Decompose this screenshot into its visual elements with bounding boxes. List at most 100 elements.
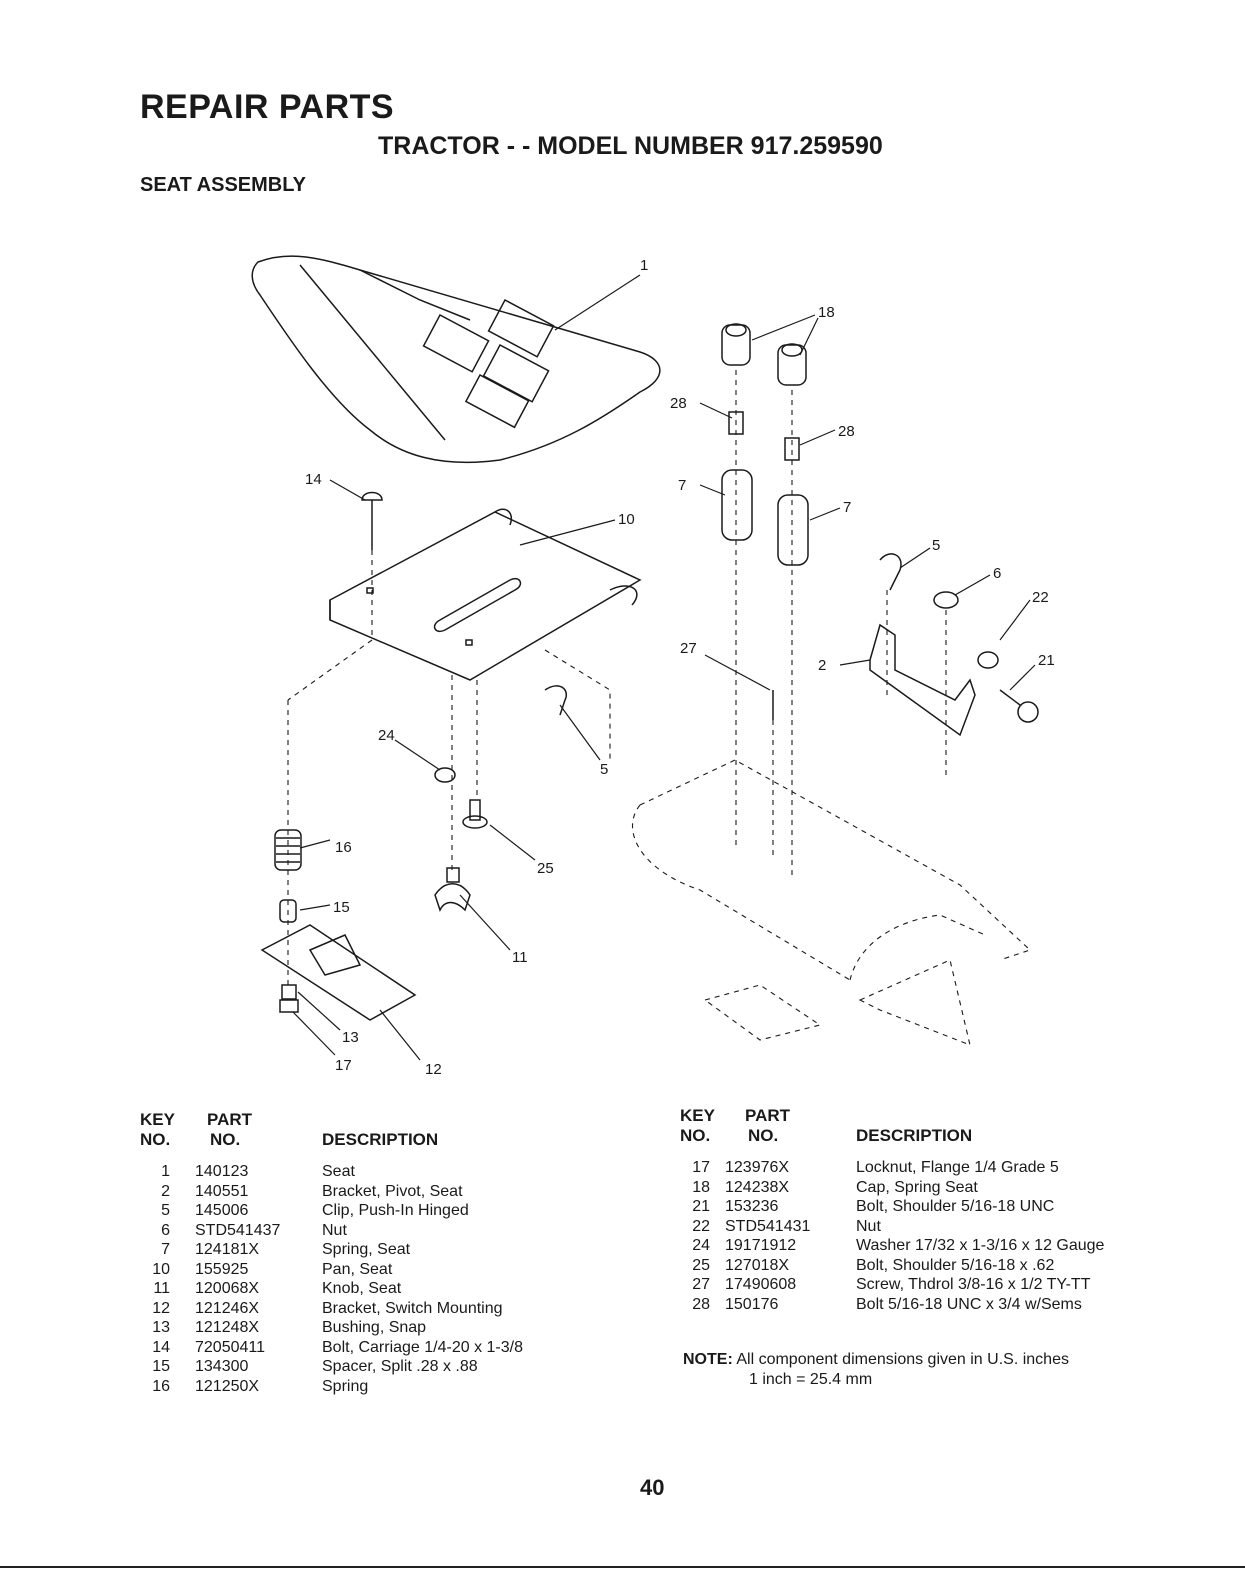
part-number: 150176 xyxy=(725,1295,779,1313)
nut-22-part xyxy=(977,651,999,669)
header-key-no: NO. xyxy=(140,1130,171,1149)
callout-5-left: 5 xyxy=(600,761,608,778)
callout-15: 15 xyxy=(333,899,350,916)
section-heading: SEAT ASSEMBLY xyxy=(140,174,306,196)
callout-1: 1 xyxy=(640,257,648,274)
part-description: Nut xyxy=(856,1217,881,1235)
part-description: Knob, Seat xyxy=(322,1280,402,1297)
header-description: DESCRIPTION xyxy=(856,1126,973,1145)
bolt-21-part xyxy=(999,689,1039,723)
callout-18: 18 xyxy=(818,304,835,321)
part-description: Spring xyxy=(322,1377,369,1395)
key-number: 17 xyxy=(692,1159,710,1176)
part-description: Locknut, Flange 1/4 Grade 5 xyxy=(856,1159,1059,1176)
tractor-frame-outline xyxy=(287,370,1032,1046)
table-row: 6 STD541437 Nut xyxy=(140,1221,600,1241)
spring-caps-18-part xyxy=(721,323,807,386)
table-row: 25 127018X Bolt, Shoulder 5/16-18 x .62 xyxy=(680,1256,1200,1276)
part-number: 121250X xyxy=(195,1377,260,1395)
part-description: Nut xyxy=(322,1221,347,1239)
table-row: 22 STD541431 Nut xyxy=(680,1217,1200,1237)
part-number: 140123 xyxy=(195,1163,249,1180)
part-number: 127018X xyxy=(725,1256,790,1274)
header-key-no: NO. xyxy=(680,1126,711,1145)
part-number: 124238X xyxy=(725,1178,790,1196)
bushing-13-part xyxy=(281,984,297,1000)
clip-5-left-part xyxy=(544,685,567,716)
page-number: 40 xyxy=(640,1475,665,1500)
part-number: 17490608 xyxy=(725,1276,797,1293)
switch-bracket-part xyxy=(260,924,417,1021)
key-number: 6 xyxy=(161,1221,170,1239)
callout-13: 13 xyxy=(342,1029,359,1046)
callout-7-right: 7 xyxy=(843,499,851,516)
header-part: PART xyxy=(745,1106,791,1125)
callout-6: 6 xyxy=(993,565,1001,582)
callout-14: 14 xyxy=(305,471,322,488)
key-number: 22 xyxy=(692,1217,710,1235)
part-description: Cap, Spring Seat xyxy=(856,1178,978,1196)
callout-27: 27 xyxy=(680,640,697,657)
key-number: 12 xyxy=(152,1299,170,1317)
bolt-14-part xyxy=(361,491,383,550)
clip-5-right-part xyxy=(879,553,902,591)
part-number: STD541437 xyxy=(195,1221,281,1239)
callout-28-left: 28 xyxy=(670,395,687,412)
callout-16: 16 xyxy=(335,839,352,856)
key-number: 28 xyxy=(692,1295,710,1313)
callout-11: 11 xyxy=(512,949,528,966)
seat-knob-part xyxy=(434,867,471,912)
part-number: 123976X xyxy=(725,1159,790,1176)
key-number: 7 xyxy=(161,1241,170,1258)
key-number: 25 xyxy=(692,1256,710,1274)
model-subtitle: TRACTOR - - MODEL NUMBER 917.259590 xyxy=(378,132,883,160)
key-number: 2 xyxy=(161,1182,170,1200)
part-description: Washer 17/32 x 1-3/16 x 12 Gauge xyxy=(856,1237,1105,1254)
pivot-bracket-part xyxy=(869,623,976,737)
key-number: 11 xyxy=(153,1280,170,1297)
part-number: 134300 xyxy=(195,1358,249,1375)
nut-6-part xyxy=(933,591,959,609)
part-number: 155925 xyxy=(195,1260,249,1278)
key-number: 27 xyxy=(692,1276,710,1293)
part-number: 19171912 xyxy=(725,1237,797,1254)
part-description: Bracket, Pivot, Seat xyxy=(322,1182,463,1200)
header-key: KEY xyxy=(680,1106,715,1125)
note-line-2: 1 inch = 25.4 mm xyxy=(749,1371,873,1388)
note-line-1: All component dimensions given in U.S. i… xyxy=(736,1351,1069,1368)
callout-10: 10 xyxy=(618,511,635,528)
table-row: 28 150176 Bolt 5/16-18 UNC x 3/4 w/Sems xyxy=(680,1295,1200,1315)
part-number: STD541431 xyxy=(725,1217,811,1235)
note-label: NOTE: xyxy=(683,1351,733,1368)
callout-17: 17 xyxy=(335,1057,352,1074)
table-row: 17 123976X Locknut, Flange 1/4 Grade 5 xyxy=(680,1158,1200,1178)
key-number: 13 xyxy=(152,1319,170,1336)
part-number: 121248X xyxy=(195,1319,260,1336)
part-description: Screw, Thdrol 3/8-16 x 1/2 TY-TT xyxy=(856,1276,1091,1293)
part-description: Spring, Seat xyxy=(322,1241,411,1258)
page-bottom-rule xyxy=(0,1566,1245,1568)
header-part: PART xyxy=(207,1110,253,1129)
part-description: Bolt 5/16-18 UNC x 3/4 w/Sems xyxy=(856,1295,1082,1313)
leader-lines xyxy=(292,274,1036,1061)
washer-24-part xyxy=(434,767,456,783)
header-key: KEY xyxy=(140,1110,175,1129)
callout-12: 12 xyxy=(425,1061,442,1078)
callout-24: 24 xyxy=(378,727,395,744)
callout-28-right: 28 xyxy=(838,423,855,440)
part-number: 145006 xyxy=(195,1202,249,1219)
callout-2: 2 xyxy=(818,657,826,674)
part-description: Bolt, Shoulder 5/16-18 x .62 xyxy=(856,1256,1055,1274)
locknut-17-part xyxy=(279,999,299,1013)
bolt-25-part xyxy=(462,799,488,829)
part-number: 72050411 xyxy=(195,1338,265,1356)
